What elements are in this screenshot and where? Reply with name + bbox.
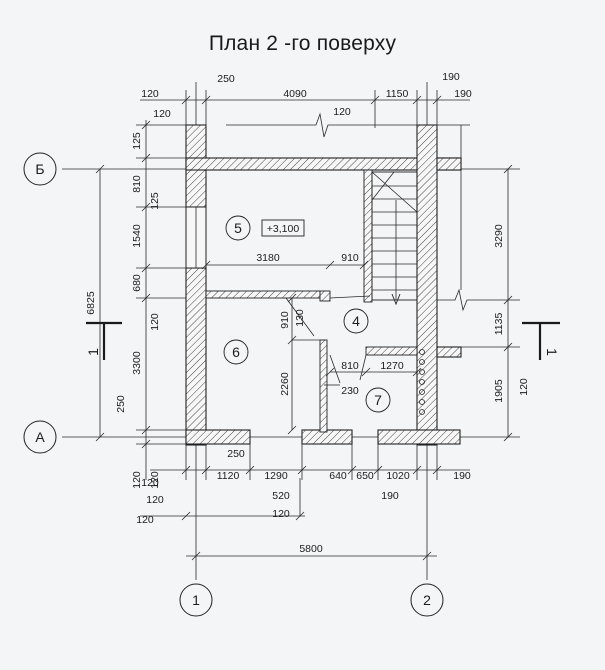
dim-int-1270: 1270 [380,360,404,372]
axis-1-label: 1 [192,592,200,608]
plan-title: План 2 -го поверху [208,32,397,55]
section-mark-right: 1 [522,321,560,360]
dim-left-125a: 125 [131,132,143,150]
dim-bot-640: 640 [329,470,347,482]
dim-top-120c: 120 [333,106,351,118]
dim-int-910b: 910 [279,311,291,329]
dim-top-1150: 1150 [386,88,409,100]
dim-bot-650: 650 [356,470,374,482]
dim-int-3180: 3180 [256,252,280,264]
axis-b-marker: Б [23,152,57,186]
room-6-label: 6 [232,344,240,360]
dim-bot-520: 520 [272,490,290,502]
staircase [371,171,418,306]
dim-bot-190b: 190 [381,490,399,502]
axis-a-marker: А [23,420,57,454]
dim-top-120b: 120 [153,108,171,120]
dim-left-120b: 120 [131,471,143,489]
axis-2-marker: 2 [410,583,444,617]
dim-top-4090: 4090 [283,88,307,100]
dim-int-230: 230 [341,385,359,397]
axis-b-label: Б [35,161,44,177]
wall-bottom-1 [185,429,251,445]
partition-5-6 [205,290,321,299]
stair-wall [363,169,373,303]
section-label-right: 1 [544,348,560,356]
dim-right-3290: 3290 [493,224,505,248]
dim-right-1905: 1905 [493,379,505,403]
dim-bot-1290: 1290 [264,470,288,482]
partition-6-7 [319,339,328,433]
dim-left-120c: 120 [149,471,161,489]
dim-bot-120c: 120 [136,514,154,526]
dim-left-3300: 3300 [131,351,143,375]
room-5-label: 5 [234,220,242,236]
dim-bot-1020: 1020 [386,470,410,482]
dim-left-6825: 6825 [85,291,97,315]
dim-bot-120a: 120 [141,477,159,489]
dim-bot-190a: 190 [453,470,471,482]
dim-int-2260: 2260 [279,372,291,396]
partition-4-7 [365,346,418,356]
dim-bot-120d: 120 [272,508,290,520]
axis-1-marker: 1 [179,583,213,617]
dim-right-1135: 1135 [493,313,505,336]
dim-left-120: 120 [149,313,161,331]
dim-top-120a: 120 [141,88,159,100]
dim-left-680: 680 [131,274,143,292]
room-markers [223,215,391,413]
dim-right-120: 120 [518,378,530,396]
dim-int-810: 810 [341,360,359,372]
axis-2-label: 2 [423,592,431,608]
dim-left-810: 810 [131,175,143,193]
dim-top-190a: 190 [442,71,460,83]
wall-bottom-3 [377,429,461,445]
dimension-lines [95,90,520,561]
axis-a-label: А [35,429,45,445]
section-mark-left: 1 [85,321,122,360]
room-4-label: 4 [352,313,360,329]
level-mark: +3,100 [267,223,300,235]
wall-right [416,124,438,446]
walls [185,124,462,446]
dim-int-910a: 910 [341,252,359,264]
dim-left-125b: 125 [149,192,161,210]
dim-top-250: 250 [217,73,235,85]
dim-left-1540: 1540 [131,224,143,248]
wall-left-bottom [185,267,207,446]
dim-top-190b: 190 [454,88,472,100]
dim-bot-5800: 5800 [299,543,323,555]
section-label-left: 1 [85,348,101,356]
room-7-label: 7 [374,392,382,408]
dim-int-130: 130 [294,309,306,327]
dim-bot-120b: 120 [146,494,164,506]
axis-lines [62,82,520,580]
dim-left-250: 250 [115,395,127,413]
dim-bot-1120: 1120 [217,470,240,482]
dim-bot-250: 250 [227,448,245,460]
